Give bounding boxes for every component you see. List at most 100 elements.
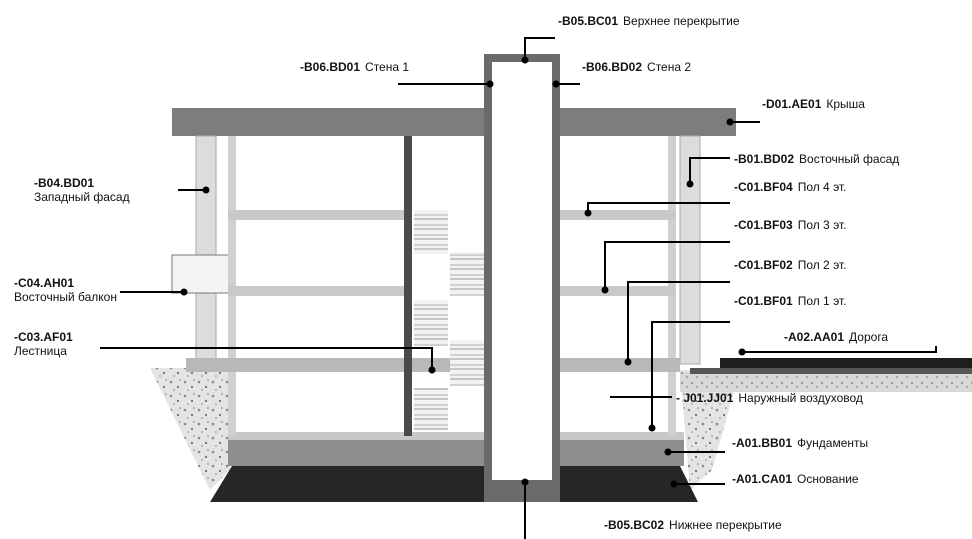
label-top-slab-code: -B05.BC01 [558, 14, 619, 28]
label-east-facade-code: -B01.BD02 [734, 152, 795, 166]
label-bottom-slab-code: -B05.BC02 [604, 518, 665, 532]
dot-balcony [180, 288, 188, 296]
foundation-top [228, 432, 684, 440]
label-floor3-code: -C01.BF03 [734, 218, 793, 232]
label-base: -A01.CA01 Основание [732, 472, 859, 486]
label-top-slab: -B05.BC01 Верхнее перекрытие [558, 14, 740, 28]
label-top-slab-desc: Верхнее перекрытие [623, 14, 740, 28]
dot-roof [726, 118, 734, 126]
label-roof-code: -D01.AE01 [762, 97, 822, 111]
dot-west-facade [202, 186, 210, 194]
soil-left [150, 368, 230, 490]
dot-floor1 [648, 424, 656, 432]
label-floor4-desc: Пол 4 эт. [797, 180, 847, 194]
label-roof: -D01.AE01 Крыша [762, 97, 865, 111]
stair-shaft-wall [404, 136, 412, 436]
label-floor1-code: -C01.BF01 [734, 294, 793, 308]
leader-lines [100, 37, 937, 539]
dot-wall1 [486, 80, 494, 88]
label-east-facade: -B01.BD02 Восточный фасад [734, 152, 899, 166]
label-wall1: -B06.BD01 Стена 1 [300, 60, 409, 74]
label-west-facade-code: -B04.BD01 [34, 176, 95, 190]
dot-stairs [428, 366, 436, 374]
leader-stairs [100, 347, 433, 370]
label-road-desc: Дорога [849, 330, 889, 344]
leader-floor2 [627, 281, 730, 362]
leader-top-slab [524, 37, 555, 60]
label-foundations-code: -A01.BB01 [732, 436, 793, 450]
leader-road [742, 346, 937, 353]
label-road: -A02.AA01 Дорога [784, 330, 888, 344]
label-air-duct-desc: Наружный воздуховод [738, 391, 863, 405]
dot-top-slab [521, 56, 529, 64]
floor3-slab-right [556, 286, 676, 296]
label-base-desc: Основание [797, 472, 859, 486]
dot-base [670, 480, 678, 488]
dot-wall2 [552, 80, 560, 88]
label-floor4-code: -C01.BF04 [734, 180, 793, 194]
roof-slab [172, 108, 736, 136]
label-air-duct: - J01.JJ01 Наружный воздуховод [676, 391, 863, 405]
label-base-code: -A01.CA01 [732, 472, 793, 486]
label-air-duct-code: - J01.JJ01 [676, 391, 734, 405]
road-bed [680, 372, 972, 392]
dot-east-facade [686, 180, 694, 188]
dot-road [738, 348, 746, 356]
label-west-facade: -B04.BD01 Западный фасад [34, 176, 130, 204]
leader-dots [180, 56, 746, 488]
leader-east-facade [689, 157, 730, 184]
label-balcony-code: -C04.AH01 [14, 276, 75, 290]
label-balcony: -C04.AH01 Восточный балкон [14, 276, 117, 304]
label-floor1-desc: Пол 1 эт. [797, 294, 847, 308]
label-wall2-desc: Стена 2 [647, 60, 692, 74]
east-facade-wall [679, 135, 701, 365]
stair-flight-2 [450, 252, 484, 296]
label-foundations-desc: Фундаменты [797, 436, 869, 450]
label-road-code: -A02.AA01 [784, 330, 845, 344]
label-stairs-code: -C03.AF01 [14, 330, 73, 344]
label-balcony-desc: Восточный балкон [14, 290, 117, 304]
base-bed [210, 466, 698, 502]
label-wall1-code: -B06.BD01 [300, 60, 361, 74]
label-bottom-slab-desc: Нижнее перекрытие [669, 518, 782, 532]
label-floor2-desc: Пол 2 эт. [797, 258, 847, 272]
foundation-slab [228, 438, 684, 466]
label-floor2: -C01.BF02 Пол 2 эт. [734, 258, 846, 272]
label-floor4: -C01.BF04 Пол 4 эт. [734, 180, 846, 194]
label-floor1: -C01.BF01 Пол 1 эт. [734, 294, 846, 308]
dot-floor3 [601, 286, 609, 294]
stair-flight-3 [414, 300, 448, 346]
floor4-slab-right [556, 210, 676, 220]
road-curb [690, 368, 972, 374]
floor3-slab-left [228, 286, 404, 296]
stair-flight-1 [414, 210, 448, 254]
balcony-block [171, 254, 233, 294]
label-foundations: -A01.BB01 Фундаменты [732, 436, 868, 450]
road-surface [720, 358, 972, 368]
shaft-inner [492, 62, 552, 480]
label-floor3: -C01.BF03 Пол 3 эт. [734, 218, 846, 232]
dot-bottom-slab [521, 478, 529, 486]
leader-floor1 [651, 321, 730, 428]
dot-floor4 [584, 209, 592, 217]
floor4-slab-left [228, 210, 404, 220]
west-facade-wall [195, 135, 217, 365]
label-roof-desc: Крыша [826, 97, 865, 111]
dot-floor2 [624, 358, 632, 366]
label-wall2: -B06.BD02 Стена 2 [582, 60, 691, 74]
leader-floor3 [604, 241, 730, 290]
label-floor2-code: -C01.BF02 [734, 258, 793, 272]
soil-right [680, 370, 740, 490]
label-bottom-slab: -B05.BC02 Нижнее перекрытие [604, 518, 782, 532]
label-floor3-desc: Пол 3 эт. [797, 218, 847, 232]
label-wall1-desc: Стена 1 [365, 60, 410, 74]
label-west-facade-desc: Западный фасад [34, 190, 130, 204]
label-stairs-desc: Лестница [14, 344, 67, 358]
label-east-facade-desc: Восточный фасад [799, 152, 900, 166]
stair-flight-4 [450, 340, 484, 386]
label-stairs: -C03.AF01 Лестница [14, 330, 73, 358]
label-wall2-code: -B06.BD02 [582, 60, 643, 74]
dot-foundations [664, 448, 672, 456]
